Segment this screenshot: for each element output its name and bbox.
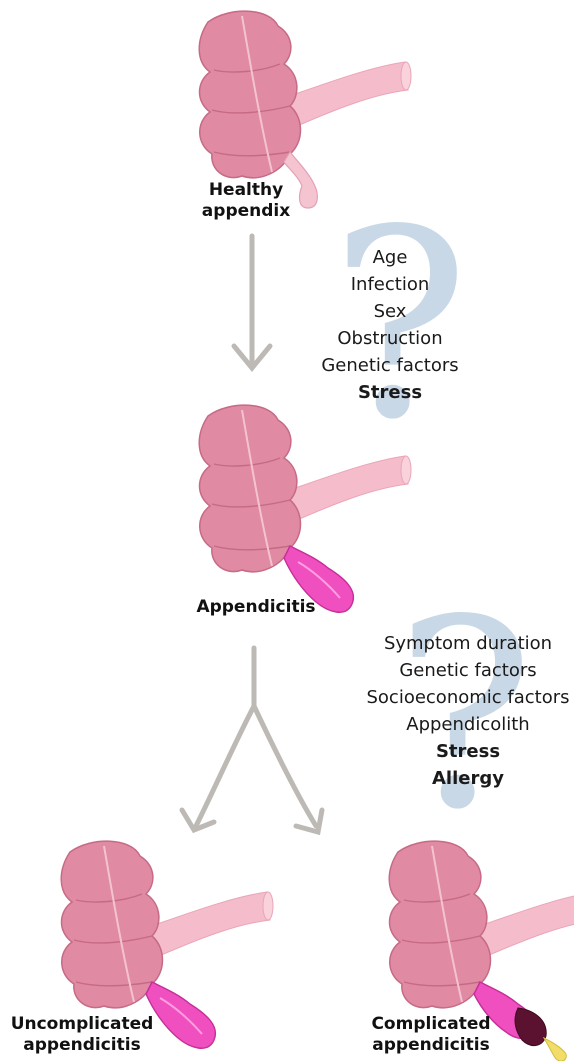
label-healthy-appendix: Healthy appendix [196,180,296,222]
risk-factors-bottom-clip: Symptom duration Genetic factors Socioec… [340,630,574,800]
appendicitis-drawing [199,405,411,612]
factor-item: Symptom duration [340,630,574,657]
risk-factors-bottom: Symptom duration Genetic factors Socioec… [340,630,574,792]
factor-item: Age [300,244,480,271]
label-complicated-line1: Complicated [366,1014,496,1035]
risk-factors-top: Age Infection Sex Obstruction Genetic fa… [300,244,480,406]
label-uncomplicated-appendicitis: Uncomplicated appendicitis [0,1014,164,1056]
factor-item: Genetic factors [340,657,574,684]
factor-item: Allergy [340,765,574,792]
label-complicated-line2: appendicitis [366,1035,496,1056]
label-healthy-line2: appendix [196,201,296,222]
label-appendicitis-line1: Appendicitis [186,597,326,618]
factor-item: Appendicolith [340,711,574,738]
factor-item: Stress [300,379,480,406]
factor-item: Stress [340,738,574,765]
arrow-down [234,236,270,368]
factor-item: Obstruction [300,325,480,352]
label-uncomplicated-line2: appendicitis [0,1035,164,1056]
label-healthy-line1: Healthy [196,180,296,201]
factor-item: Sex [300,298,480,325]
label-complicated-appendicitis: Complicated appendicitis [366,1014,496,1056]
healthy-appendix-drawing [199,11,411,208]
factor-item: Socioeconomic factors [340,684,574,711]
factor-item: Genetic factors [300,352,480,379]
label-uncomplicated-line1: Uncomplicated [0,1014,164,1035]
arrow-split [182,648,322,832]
label-appendicitis: Appendicitis [186,597,326,618]
factor-item: Infection [300,271,480,298]
